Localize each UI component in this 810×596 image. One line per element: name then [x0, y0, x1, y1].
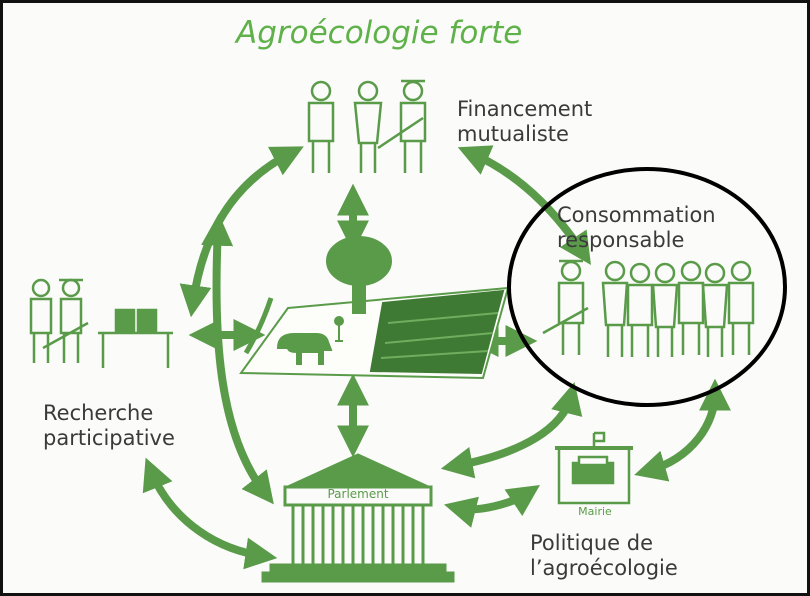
mairie-label: Mairie: [578, 505, 612, 518]
arrow-financement-consommation: [457, 145, 591, 265]
people-recherche: [29, 278, 173, 368]
label-financement: Financement mutualiste: [457, 97, 592, 147]
parlement-label: Parlement: [327, 487, 389, 501]
parlement-building: [261, 453, 455, 583]
people-consommation: [542, 259, 755, 357]
highlight-circle: [507, 167, 787, 407]
label-politique-line2: l’agroécologie: [530, 556, 678, 580]
label-recherche-line2: participative: [43, 426, 175, 450]
arrow-recherche-parlement-bottom: [142, 457, 278, 570]
label-consommation-line2: responsable: [557, 228, 685, 252]
label-consommation: Consommation responsable: [557, 203, 716, 253]
mairie-building: [555, 431, 633, 505]
arrow-recherche-financement: [179, 146, 304, 318]
label-consommation-line1: Consommation: [557, 203, 716, 227]
arrow-parlement-mairie: [444, 485, 540, 528]
diagram-artwork: [29, 79, 787, 583]
arrow-consommation-mairie: [634, 378, 731, 482]
people-financement: [307, 79, 427, 173]
farm-illustration: [239, 236, 510, 380]
label-recherche-line1: Recherche: [43, 401, 154, 425]
label-politique: Politique de l’agroécologie: [530, 531, 678, 581]
arrow-consommation-parlement: [440, 382, 583, 479]
label-recherche: Recherche participative: [43, 401, 175, 451]
arrows: [142, 145, 731, 570]
diagram-title: Agroécologie forte: [236, 15, 523, 51]
label-politique-line1: Politique de: [530, 531, 653, 555]
label-financement-line1: Financement: [457, 97, 593, 121]
label-financement-line2: mutualiste: [457, 122, 569, 146]
